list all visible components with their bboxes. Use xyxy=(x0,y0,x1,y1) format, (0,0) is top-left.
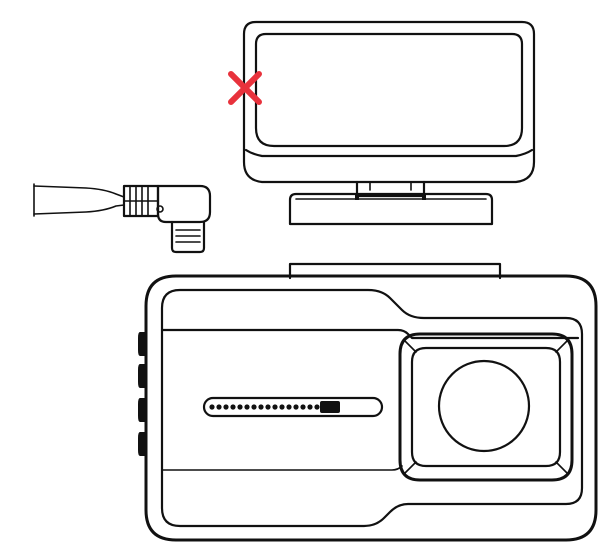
camera-face xyxy=(160,288,584,528)
speaker-dot xyxy=(314,404,320,410)
speaker-dot xyxy=(265,404,271,410)
side-button-4[interactable] xyxy=(138,432,147,456)
speaker-slot xyxy=(202,396,384,418)
speaker-dot xyxy=(237,404,243,410)
speaker-dot xyxy=(223,404,229,410)
power-cable xyxy=(33,183,212,254)
cable-wire-top xyxy=(33,185,125,198)
speaker-dot xyxy=(272,404,278,410)
adhesive-mount xyxy=(242,20,536,226)
bevel-br xyxy=(555,461,569,475)
side-button-2[interactable] xyxy=(138,364,147,388)
bevel-tl xyxy=(403,339,417,353)
dash-camera xyxy=(138,262,598,542)
speaker-dot xyxy=(300,404,306,410)
speaker-dot xyxy=(251,404,257,410)
cable-wire-bottom xyxy=(33,204,125,215)
connector-body xyxy=(156,184,212,224)
side-button-3[interactable] xyxy=(138,398,147,422)
lens-housing-inner xyxy=(410,346,562,468)
speaker-dot xyxy=(293,404,299,410)
speaker-dots xyxy=(209,404,327,410)
mount-rim xyxy=(244,148,534,158)
bevel-bl xyxy=(403,461,417,475)
mount-base-plate xyxy=(288,192,494,226)
camera-body-outer xyxy=(144,274,598,542)
speaker-dot xyxy=(244,404,250,410)
camera-lens xyxy=(437,359,531,453)
x-mark-icon xyxy=(228,71,262,105)
speaker-fill xyxy=(320,401,340,413)
camera-mount-rail xyxy=(288,262,502,280)
speaker-grille xyxy=(202,396,384,418)
mount-shell xyxy=(242,20,536,184)
speaker-dot xyxy=(279,404,285,410)
speaker-dot xyxy=(258,404,264,410)
camera-panel-line xyxy=(160,328,580,340)
speaker-dot xyxy=(286,404,292,410)
adhesive-pad xyxy=(254,32,524,148)
speaker-dot xyxy=(230,404,236,410)
mount-neck xyxy=(355,180,426,198)
speaker-dot xyxy=(307,404,313,410)
side-button-1[interactable] xyxy=(138,332,147,356)
camera-lower-band xyxy=(161,465,403,471)
speaker-dot xyxy=(216,404,222,410)
speaker-dot xyxy=(209,404,215,410)
lens-housing xyxy=(398,332,574,482)
connector-indicator xyxy=(156,205,164,213)
bevel-tr xyxy=(555,339,569,353)
lens-housing-outer xyxy=(398,332,574,482)
usb-plug xyxy=(170,220,206,254)
